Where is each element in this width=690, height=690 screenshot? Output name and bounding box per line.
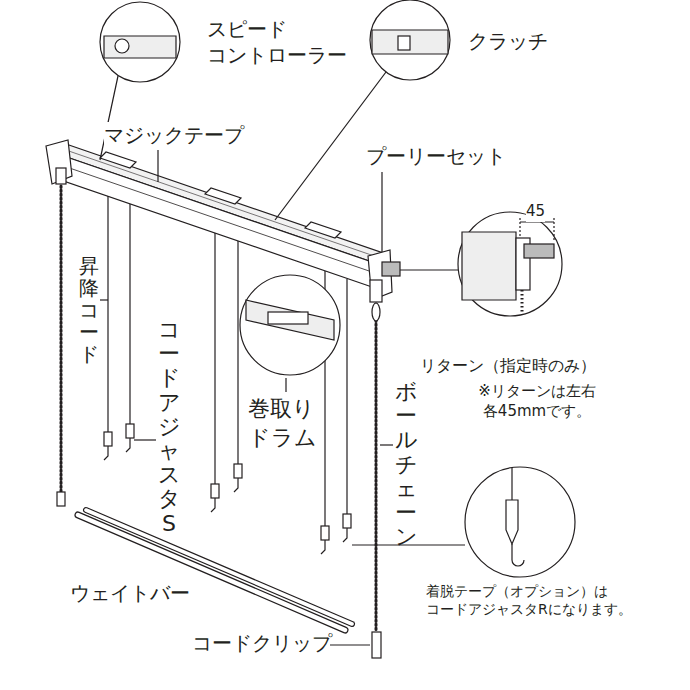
part-label: 昇降コード xyxy=(79,255,99,365)
part-label: ウェイトバー xyxy=(70,580,190,606)
note: ※リターンは左右 各45mmです。 xyxy=(462,382,612,421)
part-label: マジックテープ xyxy=(104,122,244,148)
part-label: スピード コントローラー xyxy=(207,16,359,68)
part-label: クラッチ xyxy=(468,28,548,54)
note: リターン（指定時のみ） xyxy=(420,356,596,377)
dimension: 45 xyxy=(526,202,545,222)
part-label: コードアジャスタS xyxy=(158,318,180,536)
part-label: ボールチェーン xyxy=(395,380,417,549)
note: 着脱テープ（オプション）は コードアジャスタRになります。 xyxy=(426,582,676,618)
part-label: 巻取り ドラム xyxy=(248,395,318,452)
part-label: プーリーセット xyxy=(366,143,506,169)
part-label: コードクリップ xyxy=(192,630,332,656)
